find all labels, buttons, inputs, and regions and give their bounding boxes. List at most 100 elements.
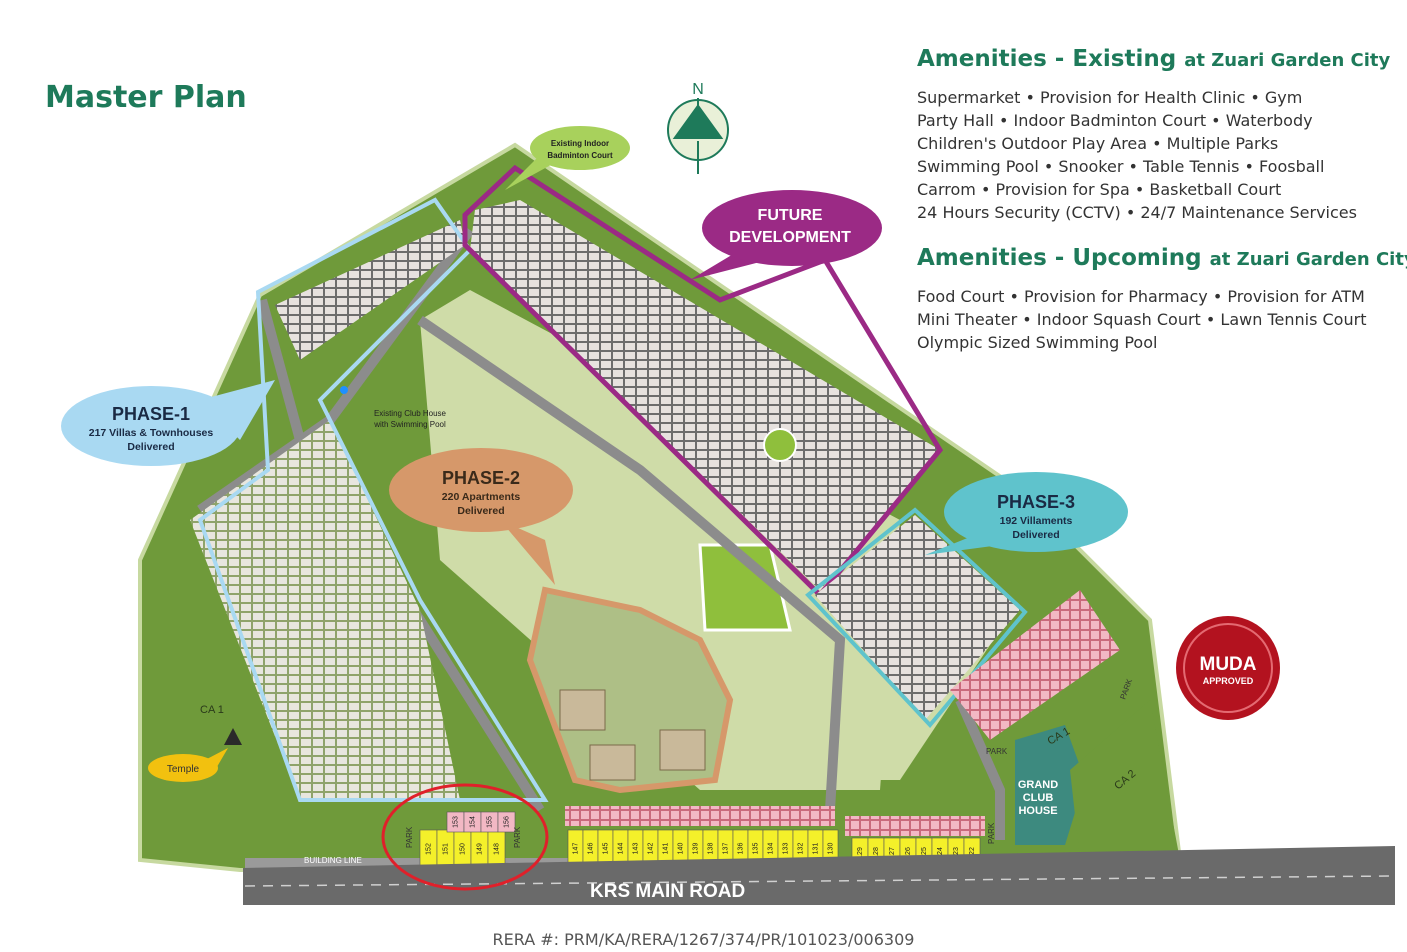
park-label: PARK bbox=[986, 747, 1008, 756]
plot-number: 129 bbox=[857, 847, 864, 859]
amenities-existing-heading: Amenities - Existing at Zuari Garden Cit… bbox=[917, 46, 1390, 72]
plot-number: 138 bbox=[708, 843, 715, 855]
clubhouse-line2: with Swimming Pool bbox=[373, 420, 446, 429]
phase1-bubble bbox=[61, 386, 241, 466]
temple-icon bbox=[224, 728, 242, 745]
road-label: KRS MAIN ROAD bbox=[590, 881, 745, 902]
park-label: PARK bbox=[987, 822, 996, 844]
east-plots bbox=[950, 590, 1120, 740]
grand-club-house-area bbox=[1015, 725, 1085, 845]
future-boundary bbox=[462, 164, 944, 599]
plot-number: 132 bbox=[798, 843, 805, 855]
plot-number: 139 bbox=[693, 843, 700, 855]
plot-number: 140 bbox=[678, 843, 685, 855]
plot-number: 123 bbox=[953, 847, 960, 859]
muda-badge bbox=[1176, 616, 1280, 720]
plot-number: 147 bbox=[573, 843, 580, 855]
phase1-title: PHASE-1 bbox=[112, 404, 190, 424]
phase3-title: PHASE-3 bbox=[997, 492, 1075, 512]
plot-number: 130 bbox=[828, 843, 835, 855]
plot-number: 151 bbox=[443, 843, 450, 855]
phase3-bubble bbox=[944, 472, 1128, 552]
temple-label-bubble bbox=[148, 754, 218, 782]
grand-club-line3: HOUSE bbox=[1018, 805, 1057, 817]
internal-road bbox=[955, 697, 1005, 840]
phase2-bubble bbox=[389, 448, 573, 532]
phase1-boundary bbox=[197, 197, 549, 802]
north-label: N bbox=[692, 81, 704, 98]
rera-number: RERA #: PRM/KA/RERA/1267/374/PR/101023/0… bbox=[492, 930, 915, 949]
amenities-existing-suffix: at Zuari Garden City bbox=[1184, 50, 1391, 71]
amenity-line: Children's Outdoor Play Area • Multiple … bbox=[917, 134, 1279, 153]
future-line2: DEVELOPMENT bbox=[729, 229, 851, 246]
plot-number: 134 bbox=[768, 843, 775, 855]
plot-number: 126 bbox=[905, 847, 912, 859]
internal-road bbox=[417, 315, 846, 811]
amenity-line: Food Court • Provision for Pharmacy • Pr… bbox=[917, 287, 1365, 306]
badminton-line1: Existing Indoor bbox=[551, 139, 609, 148]
amenities-upcoming-title: Amenities - Upcoming bbox=[917, 245, 1202, 271]
plot-number: 152 bbox=[426, 843, 433, 855]
plot bbox=[497, 811, 516, 833]
plot-number: 131 bbox=[813, 843, 820, 855]
phase3-line1: 192 Villaments bbox=[1000, 515, 1073, 527]
swimming-pool-icon bbox=[340, 386, 348, 394]
plot-number: 154 bbox=[470, 816, 477, 828]
phase1-line1: 217 Villas & Townhouses bbox=[89, 427, 214, 439]
badminton-line2: Badminton Court bbox=[547, 151, 613, 160]
muda-line2: APPROVED bbox=[1203, 676, 1254, 686]
future-bubble bbox=[702, 190, 882, 266]
phase2-line1: 220 Apartments bbox=[442, 491, 521, 503]
badminton-bubble bbox=[530, 126, 630, 170]
plot-number: 148 bbox=[494, 843, 501, 855]
amenity-line: Carrom • Provision for Spa • Basketball … bbox=[917, 180, 1282, 199]
plot-number: 143 bbox=[633, 843, 640, 855]
amenities-upcoming-suffix: at Zuari Garden City bbox=[1209, 249, 1407, 270]
apartment-block bbox=[559, 689, 606, 731]
future-plots bbox=[470, 200, 940, 590]
plot-number: 145 bbox=[603, 843, 610, 855]
phase1-plots bbox=[190, 420, 460, 800]
phase1-line2: Delivered bbox=[127, 441, 174, 453]
plot-number: 137 bbox=[723, 843, 730, 855]
plot-number: 144 bbox=[618, 843, 625, 855]
plot-number: 146 bbox=[588, 843, 595, 855]
future-line1: FUTURE bbox=[758, 207, 823, 224]
page-title: Master Plan bbox=[45, 80, 247, 115]
clubhouse-line1: Existing Club House bbox=[374, 409, 447, 418]
plot-number: 133 bbox=[783, 843, 790, 855]
plot-number: 153 bbox=[453, 816, 460, 828]
plot-number: 124 bbox=[937, 847, 944, 859]
frontage-plots-back bbox=[845, 816, 985, 836]
apartment-block bbox=[589, 744, 636, 781]
highlight-circle bbox=[381, 783, 549, 891]
future-roundabout bbox=[763, 428, 797, 462]
phase2-title: PHASE-2 bbox=[442, 468, 520, 488]
apartment-block bbox=[659, 729, 706, 771]
amenities-existing-title: Amenities - Existing bbox=[917, 46, 1177, 72]
park-label: PARK bbox=[405, 826, 414, 848]
phase2-line2: Delivered bbox=[457, 505, 504, 517]
plot-number: 149 bbox=[477, 843, 484, 855]
grand-club-line1: GRAND bbox=[1018, 779, 1058, 791]
amenity-line: Olympic Sized Swimming Pool bbox=[917, 333, 1158, 352]
plot-number: 142 bbox=[648, 843, 655, 855]
amenity-line: Swimming Pool • Snooker • Table Tennis •… bbox=[917, 157, 1325, 176]
amenity-line: Party Hall • Indoor Badminton Court • Wa… bbox=[917, 111, 1313, 130]
ca1-left-label: CA 1 bbox=[200, 704, 224, 716]
amenity-line: Mini Theater • Indoor Squash Court • Law… bbox=[917, 310, 1367, 329]
plot-number: 135 bbox=[753, 843, 760, 855]
plot-number: 156 bbox=[504, 816, 511, 828]
muda-line1: MUDA bbox=[1200, 654, 1257, 675]
amenity-line: 24 Hours Security (CCTV) • 24/7 Maintena… bbox=[917, 203, 1357, 222]
phase3-plots bbox=[815, 515, 1020, 720]
plot-number: 128 bbox=[873, 847, 880, 859]
amenity-line: Supermarket • Provision for Health Clini… bbox=[917, 88, 1303, 107]
phase1-plots bbox=[275, 220, 465, 360]
plot-number: 136 bbox=[738, 843, 745, 855]
plot-number: 127 bbox=[889, 847, 896, 859]
amenities-upcoming-heading: Amenities - Upcoming at Zuari Garden Cit… bbox=[917, 245, 1407, 271]
ca2-area bbox=[1070, 700, 1180, 860]
